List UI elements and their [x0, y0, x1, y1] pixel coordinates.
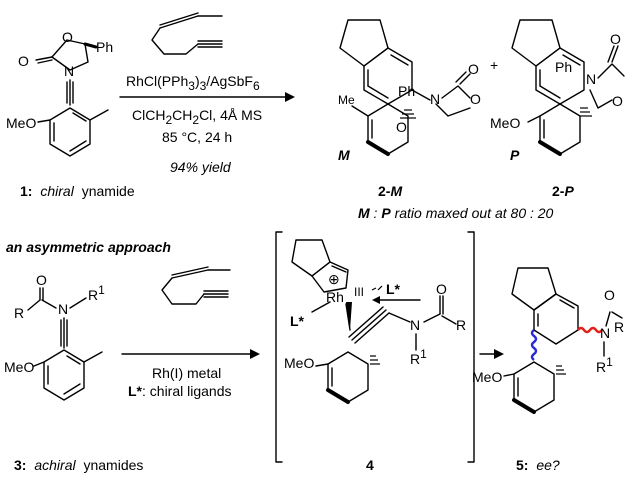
arrowhead-bottom: [250, 349, 260, 359]
atom-N-3: N: [58, 301, 68, 317]
atom-N: N: [64, 63, 74, 79]
atom-N-4: N: [410, 317, 420, 333]
compound-2P-caption: 2-P: [552, 183, 574, 199]
atom-N-5: N: [600, 325, 610, 341]
atom-MeO-4: MeO: [284, 355, 314, 371]
atom-Ph-2P: Ph: [555, 59, 572, 75]
arrowhead-top: [285, 92, 295, 102]
atom-Me-2M: Me: [338, 93, 355, 107]
atom-MeO-2P: MeO: [490, 115, 520, 131]
diyne-reagent-bottom: [161, 266, 231, 305]
compound-3-structure: O R N R1 MeO: [4, 272, 105, 401]
bracket-right: [467, 231, 475, 463]
product-2M-structure: Ph N O O Me O M: [338, 19, 481, 163]
atom-MeO-5: MeO: [472, 369, 502, 385]
atom-N-2P: N: [586, 71, 596, 87]
intermediate-4-caption: 4: [366, 457, 374, 473]
compound-1-caption: 1: chiral ynamide: [20, 183, 135, 199]
atom-MeO-1: MeO: [6, 115, 36, 131]
ligand-text-bottom: L*: chiral ligands: [128, 383, 232, 399]
plus-sign-top: +: [490, 57, 498, 73]
ratio-text: M : P ratio maxed out at 80 : 20: [358, 205, 554, 221]
temperature-time-top: 85 °C, 24 h: [162, 129, 232, 145]
compound-2M-caption: 2-M: [378, 183, 402, 199]
positive-charge: ⊕: [328, 271, 340, 287]
atropisomer-M-tag: M: [338, 147, 350, 163]
atom-MeO-3: MeO: [4, 359, 34, 375]
compound-1-structure: O O N Ph MeO: [6, 29, 113, 157]
atom-O-carbonyl: O: [18, 53, 29, 69]
intermediate-4-structure: Rh III ⊕ L* L* N O R R1 MeO: [275, 231, 475, 463]
red-CN-bond: [577, 326, 603, 334]
solvent-text-top: ClCH2CH2Cl, 4Å MS: [132, 107, 262, 127]
diyne-reagent-top: [151, 12, 223, 55]
atom-Ph-2M: Ph: [398, 83, 415, 99]
atom-Ph-1: Ph: [96, 39, 113, 55]
atom-R1-4: R1: [410, 347, 427, 367]
product-2P-structure: Ph N O O MeO P: [490, 19, 625, 163]
arrowhead-to-5: [494, 349, 504, 359]
atom-N-2M: N: [430, 91, 440, 107]
atom-R-5: R: [614, 319, 624, 335]
atom-R-3: R: [14, 305, 24, 321]
product-5-caption: 5: ee?: [516, 457, 560, 473]
atom-O-2M-ring: O: [470, 91, 481, 107]
Rh-oxidation-state: III: [354, 285, 364, 299]
ligand-L-upper: L*: [386, 281, 401, 297]
catalyst-text-top: RhCl(PPh3)3/AgSbF6: [126, 73, 260, 93]
atom-O-2M-methoxy: O: [396, 119, 407, 135]
section-title-asymmetric: an asymmetric approach: [6, 239, 171, 255]
atropisomer-P-tag: P: [510, 147, 520, 163]
product-5-structure: N R1 O R MeO: [472, 267, 624, 414]
catalyst-text-bottom: Rh(I) metal: [152, 365, 221, 381]
atom-O-2P-ring: O: [612, 93, 623, 109]
atom-O-4: O: [436, 281, 447, 297]
compound-3-caption: 3: achiral ynamides: [14, 457, 143, 473]
atom-Rh-4: Rh: [326, 289, 344, 305]
atom-R-4: R: [456, 317, 466, 333]
atom-O-ring: O: [62, 29, 73, 45]
atom-O-2M-carbonyl: O: [468, 61, 479, 77]
bracket-left: [275, 231, 283, 463]
ligand-L-lower: L*: [290, 313, 305, 329]
atom-O-5: O: [604, 287, 615, 303]
atom-R1-5: R1: [596, 355, 613, 375]
yield-text: 94% yield: [170, 159, 232, 175]
atom-O-3: O: [36, 272, 47, 288]
blue-biaryl-bond: [530, 329, 538, 361]
atom-R1-3: R1: [88, 283, 105, 303]
atom-O-2P-carbonyl: O: [610, 31, 621, 47]
